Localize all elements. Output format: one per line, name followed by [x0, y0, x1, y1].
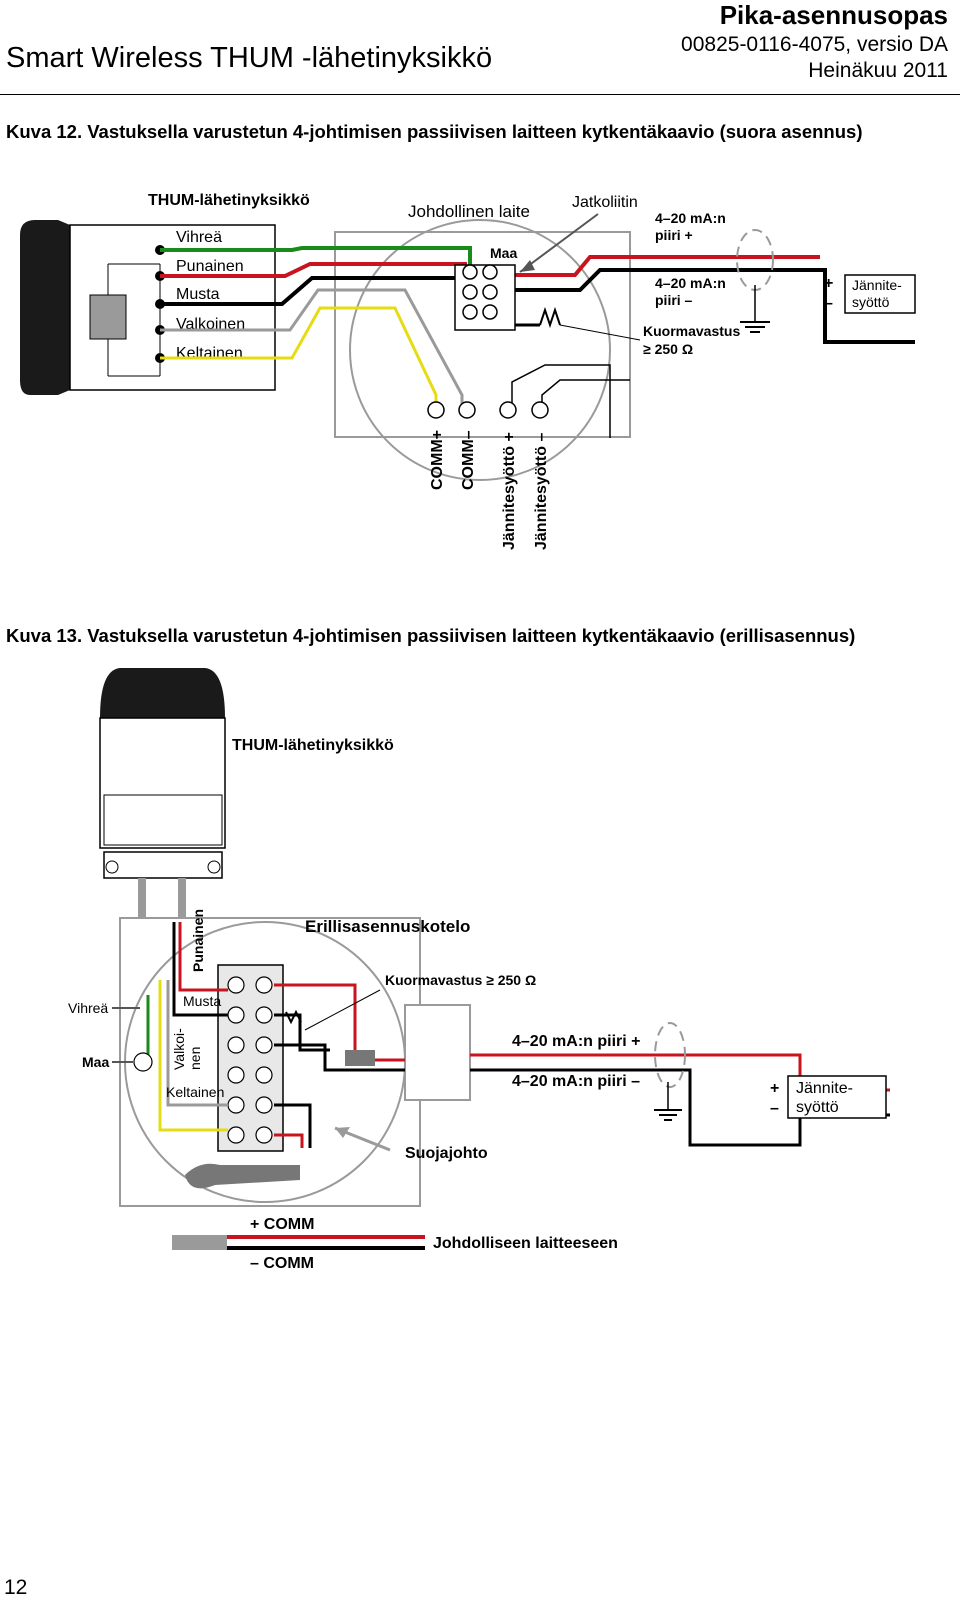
document-date: Heinäkuu 2011 — [808, 59, 948, 82]
enclosure-label: Erillisasennuskotelo — [305, 917, 470, 936]
loop-plus-label: 4–20 mA:n piiri + — [512, 1033, 641, 1050]
ground-screw — [133, 1052, 153, 1072]
document-number: 00825-0116-4075, versio DA — [681, 33, 948, 56]
wire-label-black: Musta — [176, 286, 220, 303]
ground-label: Maa — [82, 1054, 109, 1070]
supply-line2: syöttö — [852, 294, 890, 310]
green-wire-label: Vihreä — [68, 1000, 108, 1016]
wire-label-green: Vihreä — [176, 229, 222, 246]
resistor-symbol — [285, 1009, 302, 1025]
loop-minus-line1: 4–20 mA:n — [655, 275, 726, 291]
figure-13-wiring-diagram: THUM-lähetinyksikkö Erillisasennuskotelo… — [68, 668, 890, 1272]
supply-plus: + — [770, 1080, 779, 1097]
terminal-supply-minus-screw — [531, 401, 549, 419]
red-wire-label: Punainen — [190, 909, 206, 972]
yellow-wire-label: Keltainen — [166, 1084, 224, 1100]
green-wire — [160, 246, 472, 265]
figure-12-caption: Kuva 12. Vastuksella varustetun 4-johtim… — [6, 121, 863, 142]
figure-12-wiring-diagram: THUM-lähetinyksikkö Vihreä Punainen Must… — [20, 192, 916, 550]
thum-housing-body — [69, 224, 276, 391]
shield-ground-loop — [736, 229, 774, 291]
thum-label: THUM-lähetinyksikkö — [148, 192, 310, 209]
thum-terminal-block — [89, 294, 127, 340]
supply-box — [844, 274, 916, 314]
yellow-wire — [160, 306, 438, 410]
supply-line1: Jännite- — [852, 277, 902, 293]
loop-minus-line2: piiri – — [655, 292, 693, 308]
shield-ground-loop — [654, 1022, 686, 1088]
loop-minus-label: 4–20 mA:n piiri – — [512, 1073, 640, 1090]
supply-line1: Jännite- — [796, 1080, 853, 1097]
loop-minus-wire — [505, 268, 915, 344]
supply-minus: – — [770, 1100, 779, 1117]
conduit-entry — [404, 1004, 471, 1101]
comm-cable-sheath — [172, 1235, 227, 1250]
loop-plus-wire — [505, 255, 820, 277]
shield-label: Suojajohto — [405, 1145, 488, 1162]
to-device-label: Johdolliseen laitteeseen — [433, 1235, 618, 1252]
splice-label: Jatkoliitin — [572, 194, 638, 211]
wire-label-red: Punainen — [176, 258, 244, 275]
device-terminal-circle — [349, 219, 611, 481]
supply-line2: syöttö — [796, 1099, 839, 1116]
terminal-supply-plus-screw — [499, 401, 517, 419]
white-wire — [160, 288, 464, 410]
guide-type: Pika-asennusopas — [719, 0, 948, 30]
header-rule — [0, 94, 960, 95]
white-wire-label-line2: nen — [187, 1047, 203, 1070]
device-housing-outline — [334, 231, 631, 438]
red-wire — [178, 922, 228, 992]
ground-label: Maa — [490, 245, 517, 261]
white-wire-label-line1: Valkoi- — [171, 1028, 187, 1070]
comm-minus-label: – COMM — [250, 1255, 314, 1272]
loop-plus-line1: 4–20 mA:n — [655, 210, 726, 226]
resistor-label-line1: Kuormavastus — [643, 323, 740, 339]
terminal-comm-minus-label: COMM– — [460, 430, 477, 490]
thum-housing-cap — [20, 220, 70, 395]
terminal-comm-minus-screw — [458, 401, 476, 419]
comm-plus-label: + COMM — [250, 1216, 314, 1233]
terminal-comm-plus-screw — [427, 401, 445, 419]
device-label: Johdollinen laite — [408, 202, 530, 221]
terminal-supply-minus-label: Jännitesyöttö – — [533, 433, 550, 550]
figure-13-caption: Kuva 13. Vastuksella varustetun 4-johtim… — [6, 625, 856, 646]
thum-cap — [100, 668, 225, 718]
terminal-supply-plus-label: Jännitesyöttö + — [501, 432, 518, 550]
thum-label: THUM-lähetinyksikkö — [232, 737, 394, 754]
terminal-block — [217, 964, 284, 1152]
supply-plus: + — [824, 275, 833, 292]
product-title: Smart Wireless THUM -lähetinyksikkö — [6, 42, 493, 74]
page-number: 12 — [4, 1576, 28, 1599]
terminal-comm-plus-label: COMM+ — [429, 430, 446, 490]
resistor-symbol — [539, 306, 561, 329]
supply-box — [787, 1075, 887, 1119]
black-wire-label: Musta — [183, 993, 221, 1009]
black-wire — [172, 922, 228, 1017]
loop-plus-line2: piiri + — [655, 227, 693, 243]
resistor-label: Kuormavastus ≥ 250 Ω — [385, 972, 536, 988]
supply-minus: – — [824, 295, 833, 312]
yellow-wire — [158, 980, 228, 1132]
resistor-label-line2: ≥ 250 Ω — [643, 341, 693, 357]
header-meta: Pika-asennusopas 00825-0116-4075, versio… — [681, 0, 948, 84]
white-wire — [166, 980, 228, 1107]
shield-wire — [185, 1163, 300, 1189]
